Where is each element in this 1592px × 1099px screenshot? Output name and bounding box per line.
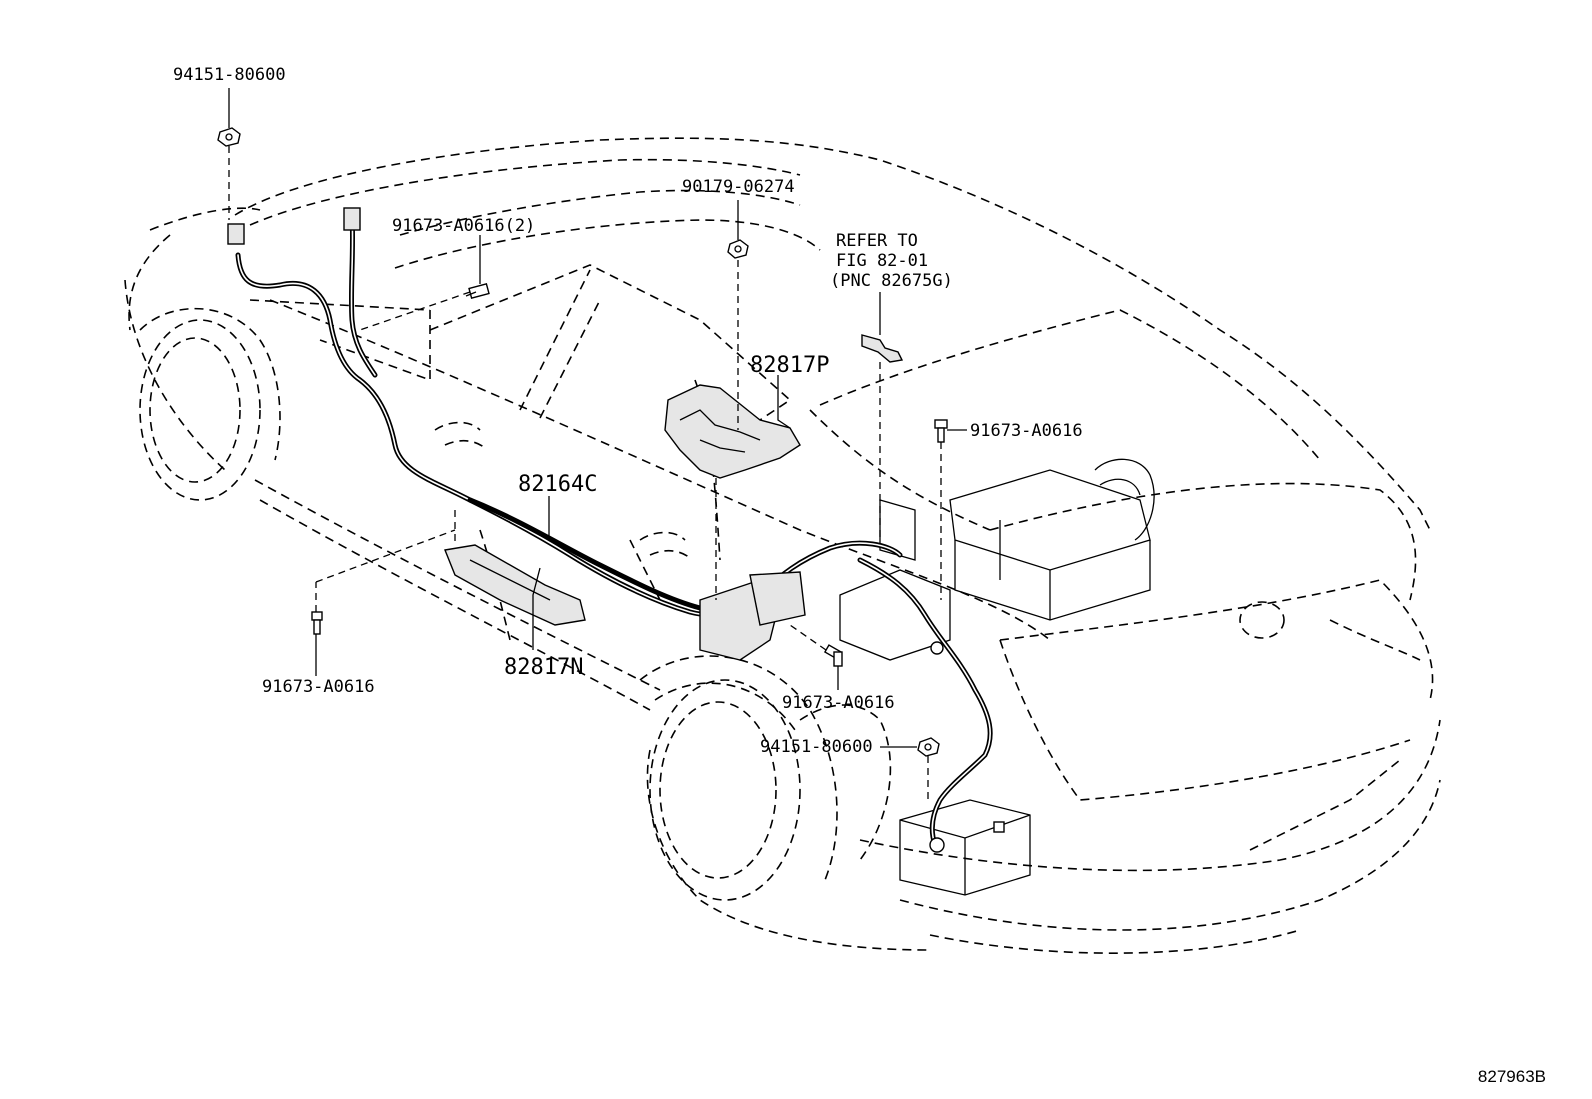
callout-nut-rear: 94151-80600 [760,737,873,757]
callout-refer-line2: FIG 82-01 [836,251,928,271]
trunk-components [839,458,1155,661]
screw-bottom-left-icon [311,611,323,635]
cover-82817n [444,544,586,626]
cover-82817p [664,384,801,479]
screw-front-icon [465,282,490,300]
nut-front-icon [217,127,241,147]
screw-rear-upper-icon [934,419,948,443]
callout-cover-p: 82817P [750,353,829,378]
refer-bracket [861,334,904,363]
nut-center-icon [727,239,749,259]
callout-cover-n: 82817N [504,655,583,680]
nut-rear-icon [917,737,940,757]
wire-harness-82164c [227,207,993,853]
figure-number: 827963B [1477,1067,1546,1086]
callout-harness: 82164C [518,472,597,497]
callout-labels: 94151-80600 91673-A0616(2) 90179-06274 R… [173,65,1083,757]
battery [899,799,1031,896]
callout-screw-bottom-left: 91673-A0616 [262,677,375,697]
callout-screw-front-2: 91673-A0616(2) [392,216,535,236]
callout-refer-line1: REFER TO [836,231,918,251]
callout-refer-line3: (PNC 82675G) [830,271,953,291]
leader-lines [228,88,967,800]
car-body-outline [124,137,1441,954]
screw-rear-mid-icon [823,644,843,667]
callout-screw-rear-mid: 91673-A0616 [782,693,895,713]
callout-nut-front: 94151-80600 [173,65,286,85]
callout-screw-rear-upper: 91673-A0616 [970,421,1083,441]
callout-nut-center: 90179-06274 [682,177,795,197]
